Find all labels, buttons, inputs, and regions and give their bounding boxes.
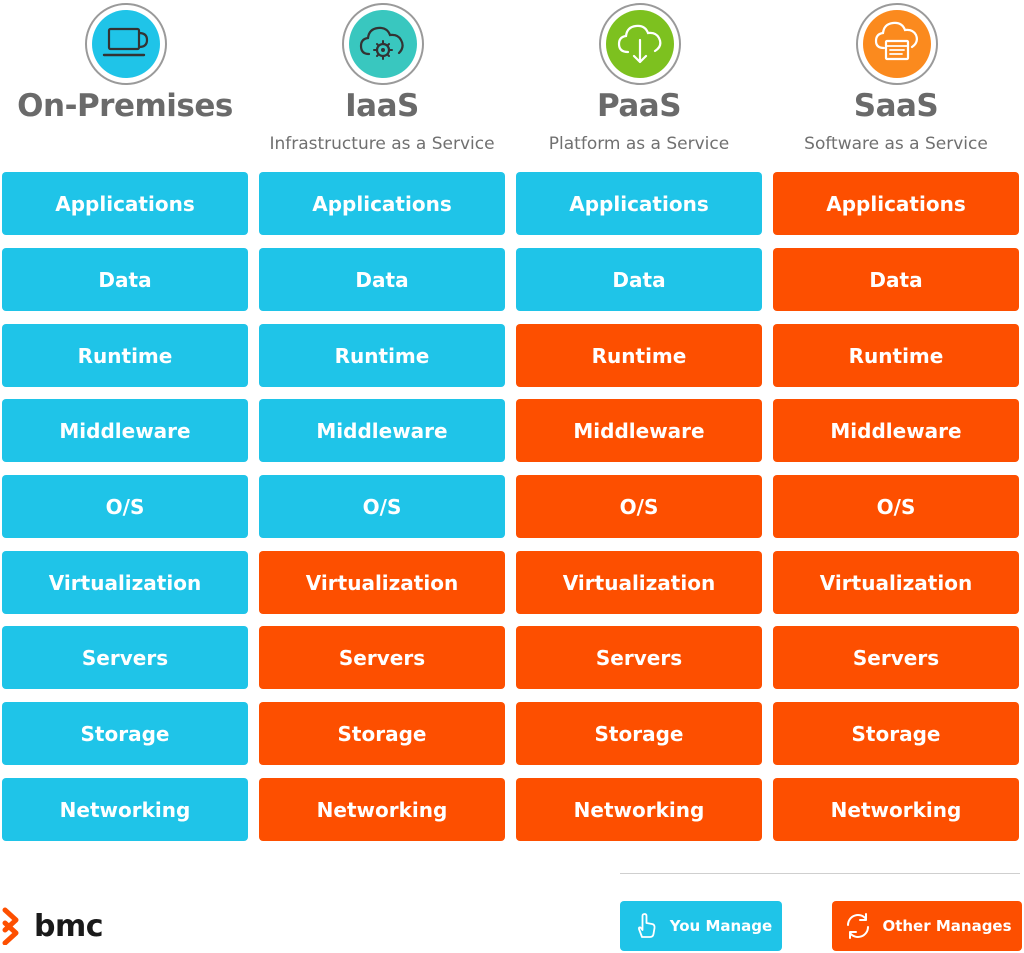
layer-servers: Servers — [773, 626, 1019, 689]
layer-data: Data — [516, 248, 762, 311]
layer-runtime: Runtime — [259, 324, 505, 387]
layer-middleware: Middleware — [2, 399, 248, 462]
layer-applications: Applications — [259, 172, 505, 235]
legend-other-label: Other Manages — [882, 917, 1012, 935]
layer-o-s: O/S — [2, 475, 248, 538]
layer-storage: Storage — [516, 702, 762, 765]
layer-storage: Storage — [259, 702, 505, 765]
layer-storage: Storage — [773, 702, 1019, 765]
brand-name: bmc — [34, 908, 104, 944]
cloud-gear-icon — [341, 2, 425, 86]
layer-virtualization: Virtualization — [259, 551, 505, 614]
layer-applications: Applications — [773, 172, 1019, 235]
layer-middleware: Middleware — [259, 399, 505, 462]
column-subtitle: Infrastructure as a Service — [269, 134, 495, 154]
layer-data: Data — [2, 248, 248, 311]
bmc-logo: bmc — [2, 906, 104, 946]
refresh-icon — [847, 913, 870, 939]
laptop-icon — [84, 2, 168, 86]
layer-applications: Applications — [2, 172, 248, 235]
column-title: On-Premises — [17, 88, 233, 124]
layer-o-s: O/S — [773, 475, 1019, 538]
layer-runtime: Runtime — [2, 324, 248, 387]
column-subtitle: Platform as a Service — [548, 134, 730, 154]
legend-other-manages: Other Manages — [832, 901, 1022, 951]
column-title: IaaS — [345, 88, 419, 124]
layer-o-s: O/S — [259, 475, 505, 538]
column-title: SaaS — [853, 88, 939, 124]
layer-servers: Servers — [2, 626, 248, 689]
layer-storage: Storage — [2, 702, 248, 765]
layer-servers: Servers — [516, 626, 762, 689]
legend-you-manage: You Manage — [620, 901, 782, 951]
layer-applications: Applications — [516, 172, 762, 235]
layer-servers: Servers — [259, 626, 505, 689]
layer-virtualization: Virtualization — [516, 551, 762, 614]
layer-networking: Networking — [259, 778, 505, 841]
hand-pointer-icon — [637, 913, 656, 938]
layer-virtualization: Virtualization — [2, 551, 248, 614]
layer-data: Data — [773, 248, 1019, 311]
layer-runtime: Runtime — [773, 324, 1019, 387]
legend-you-label: You Manage — [669, 917, 773, 935]
column-subtitle: Software as a Service — [804, 134, 988, 154]
cloud-window-icon — [855, 2, 939, 86]
layer-o-s: O/S — [516, 475, 762, 538]
layer-networking: Networking — [516, 778, 762, 841]
bmc-chevron-icon — [2, 907, 19, 945]
legend-divider — [620, 873, 1020, 874]
cloud-download-icon — [598, 2, 682, 86]
column-title: PaaS — [596, 88, 682, 124]
layer-middleware: Middleware — [516, 399, 762, 462]
layer-networking: Networking — [773, 778, 1019, 841]
layer-data: Data — [259, 248, 505, 311]
layer-runtime: Runtime — [516, 324, 762, 387]
layer-networking: Networking — [2, 778, 248, 841]
layer-virtualization: Virtualization — [773, 551, 1019, 614]
layer-middleware: Middleware — [773, 399, 1019, 462]
